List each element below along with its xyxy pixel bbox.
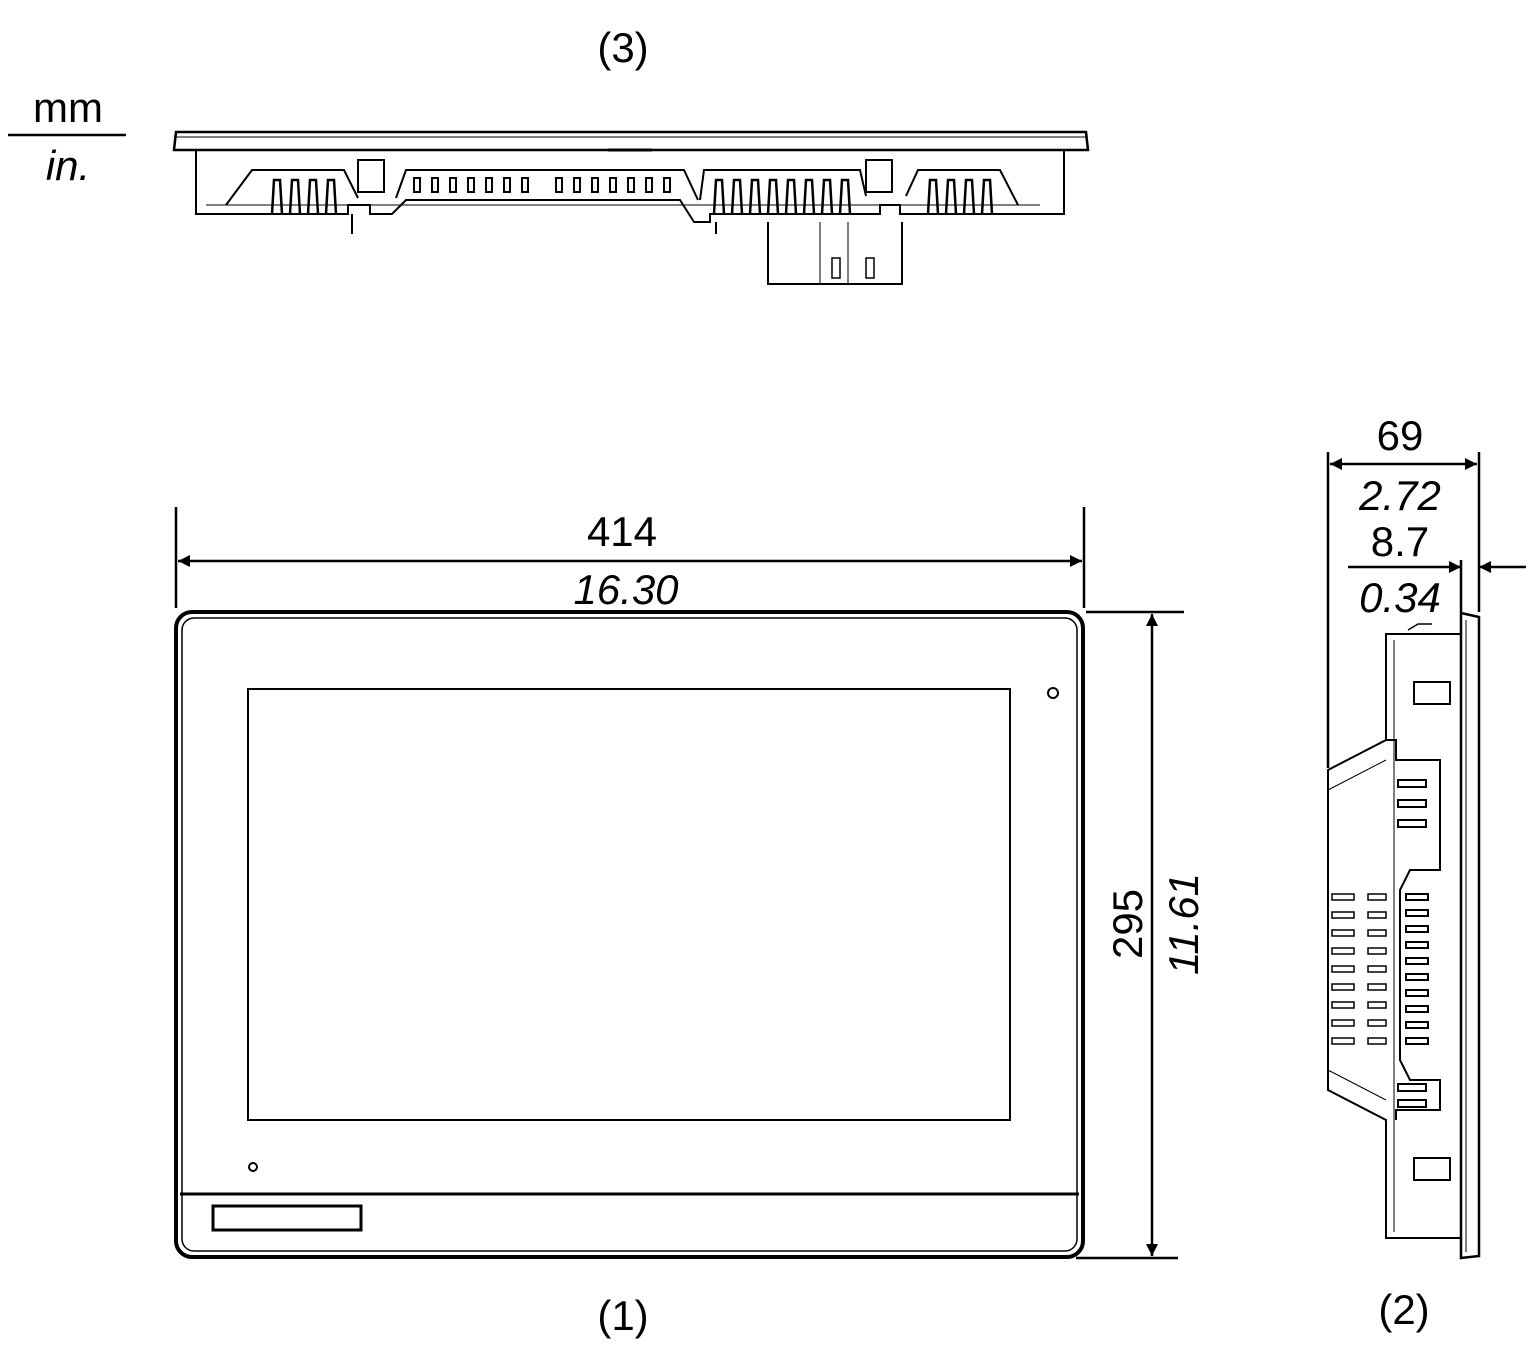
bezel-in-label: 0.34 bbox=[1359, 574, 1441, 621]
depth-mm-label: 69 bbox=[1377, 412, 1424, 459]
top-view-label: (3) bbox=[597, 24, 648, 71]
depth-dimension: 69 2.72 bbox=[1326, 412, 1481, 768]
usb-cover-slot bbox=[211, 1204, 363, 1232]
height-mm-label: 295 bbox=[1104, 889, 1151, 959]
front-bezel bbox=[174, 610, 1085, 1259]
front-sensor bbox=[248, 1162, 258, 1172]
unit-in-label: in. bbox=[46, 142, 90, 189]
bezel-mm-label: 8.7 bbox=[1371, 518, 1429, 565]
status-led bbox=[1047, 687, 1059, 699]
height-in-label: 11.61 bbox=[1160, 873, 1207, 975]
depth-in-label: 2.72 bbox=[1358, 472, 1441, 519]
width-mm-label: 414 bbox=[587, 508, 657, 555]
side-view-label: (2) bbox=[1378, 1286, 1429, 1333]
width-in-label: 16.30 bbox=[573, 566, 679, 613]
front-view-drawing bbox=[174, 610, 1085, 1259]
unit-mm-label: mm bbox=[33, 84, 103, 131]
units-legend: mm in. bbox=[8, 84, 126, 189]
front-view-label: (1) bbox=[597, 1292, 648, 1339]
side-view-drawing bbox=[1327, 611, 1481, 1260]
top-view-drawing bbox=[172, 130, 1090, 285]
height-dimension: 295 11.61 bbox=[1076, 610, 1207, 1260]
width-dimension: 414 16.30 bbox=[174, 507, 1086, 613]
bezel-dimension: 8.7 0.34 bbox=[1348, 518, 1526, 621]
front-screen bbox=[247, 688, 1011, 1121]
